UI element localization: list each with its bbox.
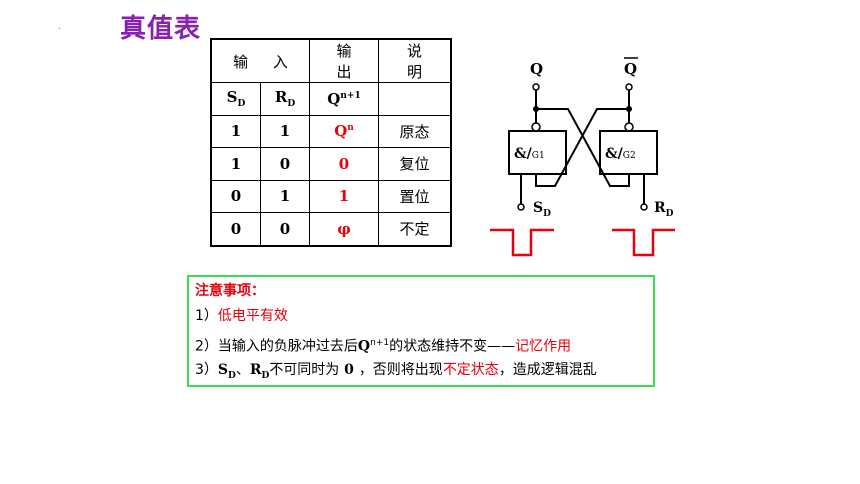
gate-g1: [508, 130, 567, 175]
q-output-label: Q: [530, 60, 543, 78]
rd-negative-pulse: [612, 228, 675, 257]
q-terminal: [532, 83, 540, 91]
header-output: 输 出: [309, 38, 379, 83]
cell-note: 复位: [378, 147, 452, 181]
feedback-wire-q: [536, 108, 630, 187]
cell-note: 置位: [378, 179, 452, 213]
subheader-s: SD: [210, 82, 261, 116]
cell-s: 1: [210, 114, 261, 148]
cell-q: 0: [309, 147, 379, 181]
table-row: 0 0 φ 不定: [210, 212, 452, 246]
table-header-row: 输 入 输 出 说 明: [210, 38, 452, 83]
truth-table: 输 入 输 出 说 明 SD RD Qn+1 1 1 Qn 原态 1 0 0 复…: [210, 38, 452, 247]
cell-r: 1: [260, 179, 310, 213]
g1-output-bubble: [531, 122, 541, 132]
cell-r: 1: [260, 114, 310, 148]
notes-box: 注意事项： 1）低电平有效 2）当输入的负脉冲过去后Qn+1的状态维持不变——记…: [187, 275, 655, 387]
cell-r: 0: [260, 212, 310, 246]
gate-g2: [599, 130, 658, 175]
page-title: 真值表: [120, 14, 202, 44]
note-item-2: 2）当输入的负脉冲过去后Qn+1的状态维持不变——记忆作用: [195, 338, 572, 355]
feedback-wire-qbar: [535, 108, 629, 187]
cell-s: 1: [210, 147, 261, 181]
cell-s: 0: [210, 179, 261, 213]
qbar-terminal: [625, 83, 633, 91]
subheader-q: Qn+1: [309, 82, 379, 116]
gate-g2-label: &/G2: [605, 146, 636, 162]
notes-title: 注意事项：: [195, 283, 265, 299]
subheader-r: RD: [260, 82, 310, 116]
rd-input-label: RD: [654, 200, 674, 219]
sd-terminal: [517, 203, 525, 211]
cell-s: 0: [210, 212, 261, 246]
header-input: 输 入: [210, 38, 310, 83]
sd-input-label: SD: [533, 200, 551, 219]
cell-note: 不定: [378, 212, 452, 246]
cell-note: 原态: [378, 114, 452, 148]
g2-output-bubble: [624, 122, 634, 132]
note-item-1: 1）低电平有效: [195, 308, 288, 324]
decorative-dot: .: [58, 22, 61, 31]
sd-negative-pulse: [490, 228, 554, 257]
cell-r: 0: [260, 147, 310, 181]
subheader-empty: [378, 82, 452, 116]
qbar-output-label: Q: [624, 60, 637, 78]
cell-q: φ: [309, 212, 379, 246]
table-row: 0 1 1 置位: [210, 179, 452, 213]
table-row: 1 1 Qn 原态: [210, 114, 452, 148]
rd-terminal: [640, 203, 648, 211]
rs-latch-diagram: Q Q &/G1 &/G2 SD RD: [490, 57, 675, 257]
header-note: 说 明: [378, 38, 452, 83]
gate-g1-label: &/G1: [514, 146, 545, 162]
cell-q: 1: [309, 179, 379, 213]
table-row: 1 0 0 复位: [210, 147, 452, 181]
cell-q: Qn: [309, 114, 379, 148]
note-item-3: 3）SD、RD不可同时为 0 ，否则将出现不定状态，造成逻辑混乱: [195, 362, 597, 381]
table-subheader-row: SD RD Qn+1: [210, 82, 452, 116]
